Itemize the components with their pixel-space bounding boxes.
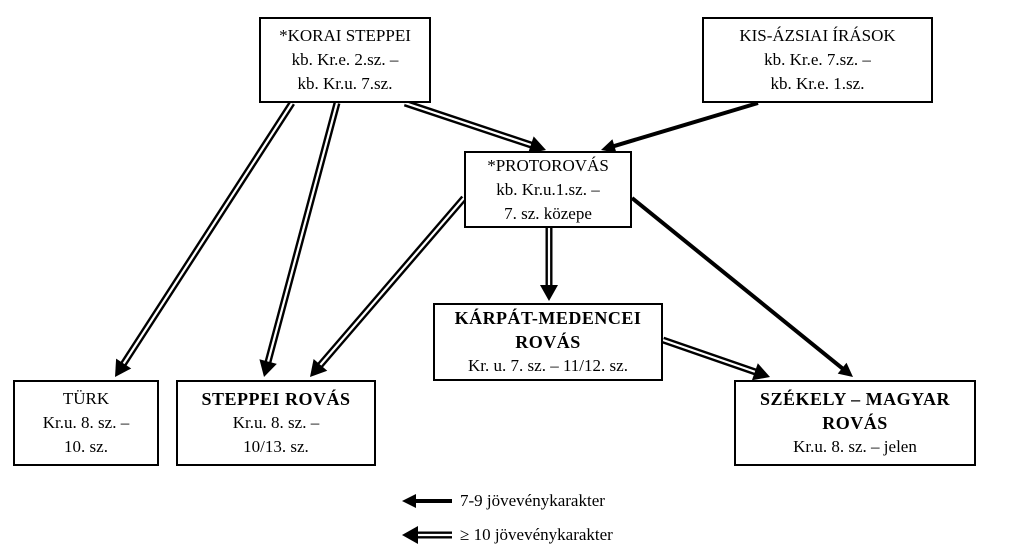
node-date-start: kb. Kr.u.1.sz. –	[496, 179, 600, 199]
arrow-kisazsiai-to-protorovas	[601, 101, 759, 153]
arrow-korai-to-steppei	[259, 102, 341, 377]
arrow-korai-to-turk	[115, 101, 295, 377]
node-title: STEPPEI ROVÁS	[201, 389, 351, 409]
node-turk: TÜRK Kr.u. 8. sz. – 10. sz.	[13, 380, 159, 466]
node-korai-steppei: *KORAI STEPPEI kb. Kr.e. 2.sz. – kb. Kr.…	[259, 17, 431, 103]
node-title: *PROTOROVÁS	[487, 155, 609, 175]
legend-single-label: 7-9 jövevénykarakter	[460, 491, 605, 510]
node-date-end: 7. sz. közepe	[504, 203, 592, 223]
node-date-end: 10. sz.	[64, 437, 108, 456]
node-szekely-magyar-rovas: SZÉKELY – MAGYAR ROVÁS Kr.u. 8. sz. – je…	[734, 380, 976, 466]
legend-single-arrow	[402, 494, 452, 508]
node-steppei-rovas: STEPPEI ROVÁS Kr.u. 8. sz. – 10/13. sz.	[176, 380, 376, 466]
arrow-protorovas-to-karpat	[540, 228, 558, 301]
node-kis-azsiai-irasok: KIS-ÁZSIAI ÍRÁSOK kb. Kr.e. 7.sz. – kb. …	[702, 17, 933, 103]
node-title: TÜRK	[62, 389, 110, 408]
node-date-start: Kr.u. 8. sz. –	[232, 413, 320, 432]
node-date-start: kb. Kr.e. 7.sz. –	[764, 50, 871, 69]
node-date-range: Kr.u. 8. sz. – jelen	[793, 437, 917, 456]
node-title: KIS-ÁZSIAI ÍRÁSOK	[739, 26, 896, 45]
node-title: KÁRPÁT-MEDENCEI	[454, 308, 642, 328]
legend-double-label: ≥ 10 jövevénykarakter	[460, 525, 613, 544]
node-title: *KORAI STEPPEI	[279, 26, 411, 45]
arrow-korai-to-protorovas	[403, 99, 546, 154]
node-date-end: kb. Kr.u. 7.sz.	[297, 74, 393, 93]
arrow-protorovas-to-steppei	[310, 195, 467, 377]
node-title-2: ROVÁS	[515, 332, 581, 352]
node-date-range: Kr. u. 7. sz. – 11/12. sz.	[468, 356, 628, 375]
node-karpat-medencei-rovas: KÁRPÁT-MEDENCEI ROVÁS Kr. u. 7. sz. – 11…	[433, 303, 663, 381]
node-date-start: Kr.u. 8. sz. –	[42, 413, 130, 432]
legend-double-arrow	[402, 526, 452, 544]
node-date-end: kb. Kr.e. 1.sz.	[770, 74, 865, 93]
node-protorovas: *PROTOROVÁS kb. Kr.u.1.sz. – 7. sz. köze…	[464, 151, 632, 228]
arrow-karpat-to-szekely	[661, 336, 770, 381]
arrow-protorovas-to-szekely	[630, 196, 853, 377]
node-date-end: 10/13. sz.	[243, 437, 309, 456]
node-date-start: kb. Kr.e. 2.sz. –	[291, 50, 399, 69]
node-title: SZÉKELY – MAGYAR	[759, 389, 951, 409]
node-title-2: ROVÁS	[822, 413, 888, 433]
